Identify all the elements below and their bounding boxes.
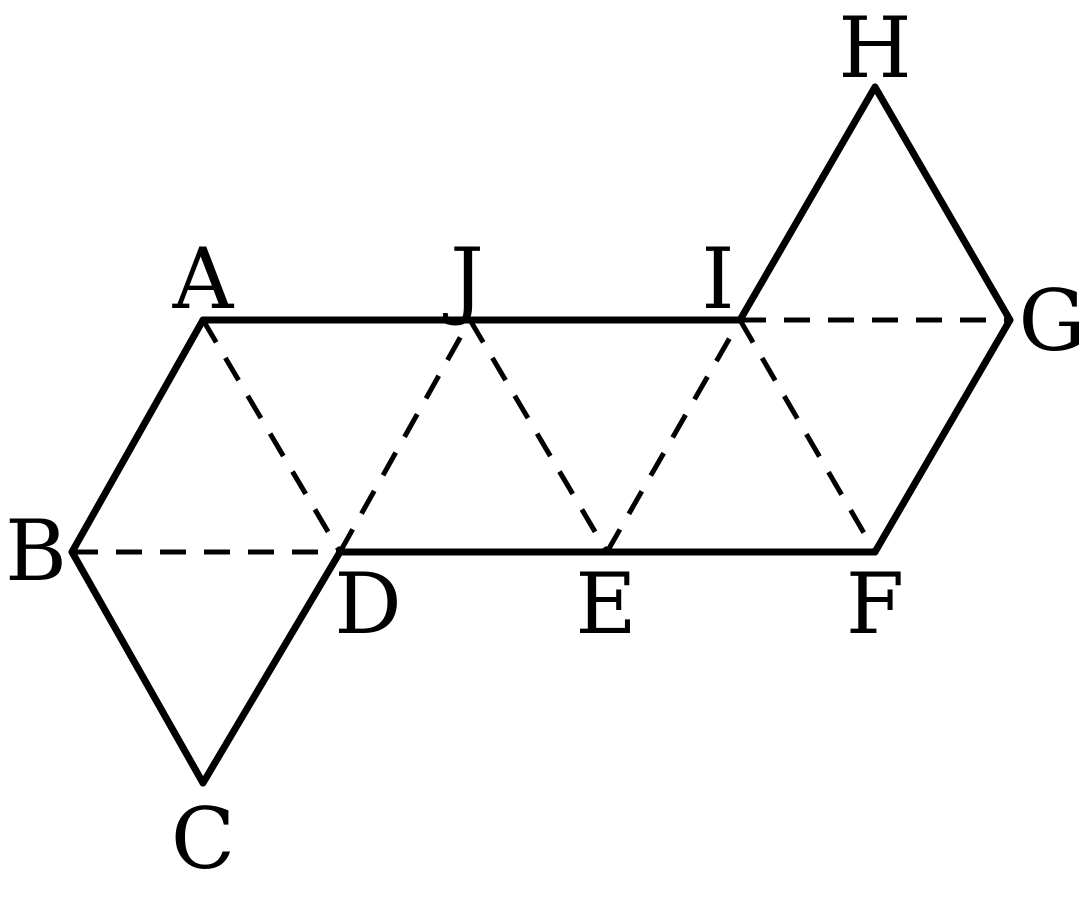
dashed-edge-EI [604, 318, 743, 554]
vertex-label-A: A [172, 230, 235, 328]
solid-edge-DC [199, 548, 344, 787]
vertex-label-H: H [838, 0, 911, 97]
vertex-label-J: J [442, 230, 484, 328]
dashed-edge-JE [467, 318, 610, 554]
solid-edge-GF [871, 316, 1014, 556]
dashed-edge-AD [200, 318, 343, 554]
solid-edge-CB [68, 548, 207, 787]
vertex-label-G: G [1018, 272, 1085, 370]
vertex-label-I: I [701, 230, 734, 328]
vertex-label-C: C [171, 790, 235, 888]
dashed-edge-IF [737, 318, 878, 554]
vertex-label-B: B [5, 502, 67, 600]
dashed-edges [72, 317, 1010, 555]
solid-edge-IH [736, 83, 879, 324]
vertex-label-D: D [334, 555, 401, 653]
vertex-label-F: F [846, 555, 904, 653]
solid-edge-BA [68, 316, 207, 556]
vertex-label-E: E [575, 555, 636, 653]
solid-edge-HG [871, 83, 1014, 324]
solid-edges [68, 83, 1014, 787]
dashed-edge-DJ [337, 318, 473, 554]
